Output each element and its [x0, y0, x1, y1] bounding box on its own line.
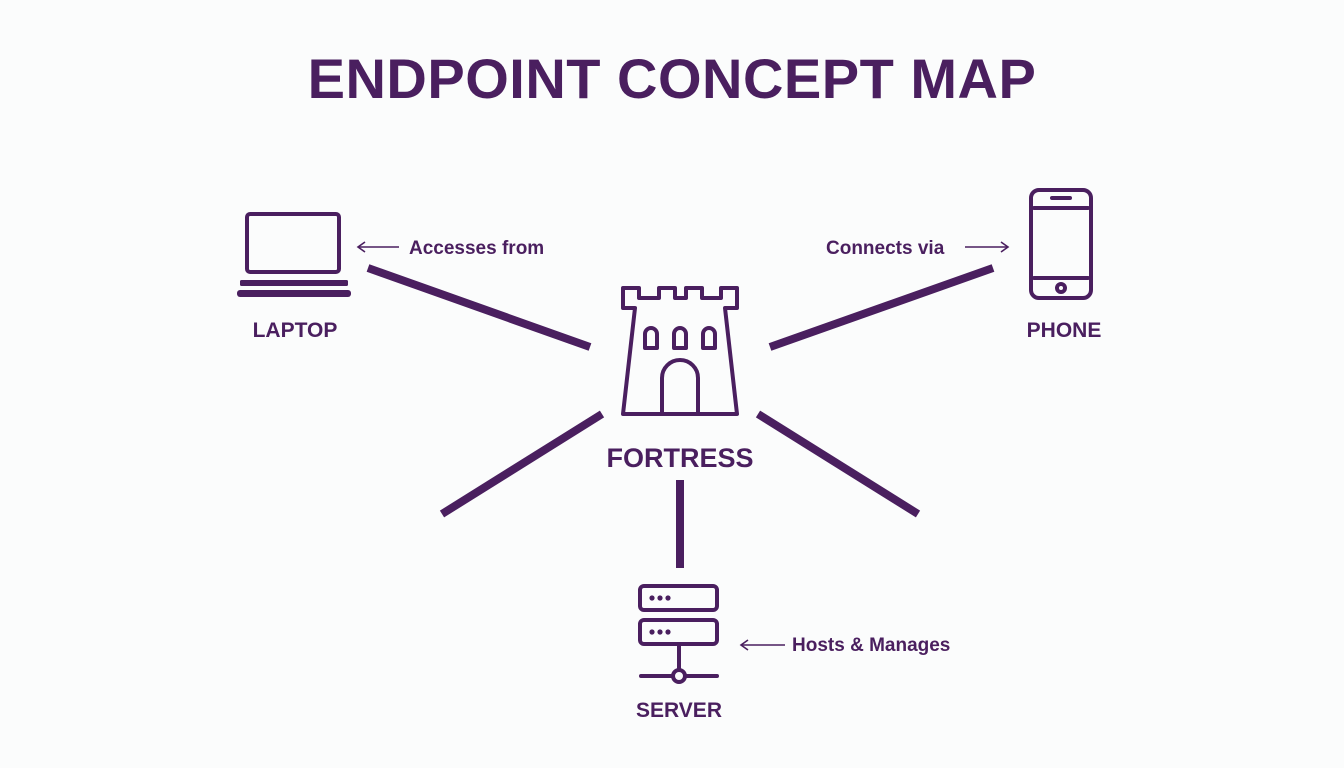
connector-phone — [768, 264, 995, 351]
phone-label: PHONE — [1027, 319, 1102, 342]
server-label: SERVER — [636, 699, 722, 722]
smartphone-icon — [1029, 188, 1093, 300]
node-phone: PHONE Connects via — [826, 188, 1102, 342]
node-server: SERVER Hosts & Manages — [636, 584, 950, 722]
node-laptop: LAPTOP Accesses from — [237, 212, 544, 342]
edge-label-laptop-text: Accesses from — [409, 238, 544, 259]
edge-label-laptop: Accesses from — [356, 238, 544, 259]
arrow-left-icon — [739, 639, 785, 651]
arrow-left-icon — [356, 241, 399, 253]
connector-laptop — [366, 264, 592, 351]
edge-label-server-text: Hosts & Manages — [792, 635, 950, 656]
connectors — [366, 264, 995, 568]
fortress-label: FORTRESS — [606, 443, 753, 473]
node-fortress: FORTRESS — [606, 286, 754, 473]
server-icon — [638, 584, 719, 684]
diagram-title: ENDPOINT CONCEPT MAP — [308, 47, 1037, 110]
edge-label-server: Hosts & Manages — [739, 635, 950, 656]
connector-lower-right — [755, 410, 921, 518]
arrow-right-icon — [965, 241, 1010, 253]
edge-label-phone: Connects via — [826, 238, 1010, 259]
connector-lower-left — [439, 410, 605, 518]
laptop-label: LAPTOP — [253, 319, 338, 342]
laptop-icon — [237, 212, 351, 297]
edge-label-phone-text: Connects via — [826, 238, 945, 259]
castle-tower-icon — [621, 286, 739, 416]
